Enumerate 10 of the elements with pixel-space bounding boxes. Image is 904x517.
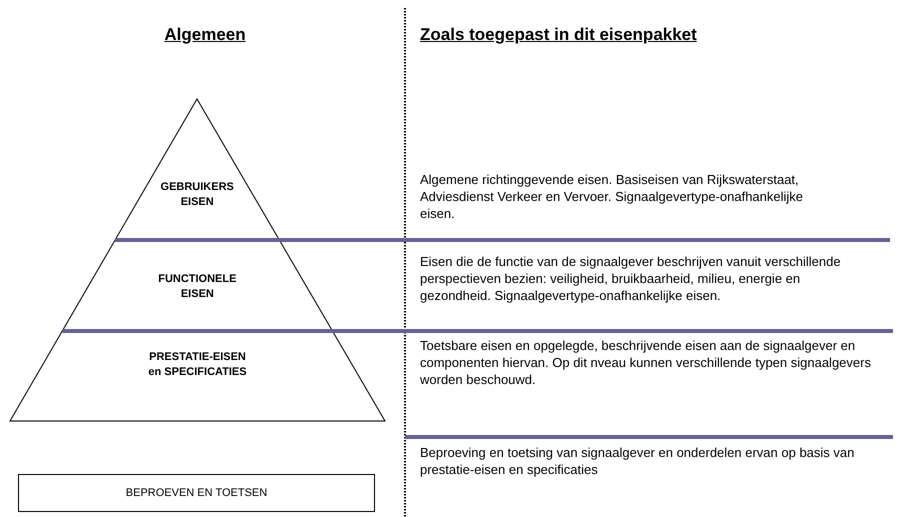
tier-label: GEBRUIKERS EISEN [160,180,235,210]
description-text: Beproeving en toetsing van signaalgever en onderdelen ervan op basis van prestatie-eisen en specificaties [420,444,856,478]
process-box: BEPROEVEN EN TOETSEN [18,474,375,512]
tier-label: PRESTATIE-EISEN en SPECIFICATIES [147,350,248,380]
description-text: Eisen die de functie van de signaalgever beschrijven vanuit verschillende perspectieven bezien: veiligheid, bruikbaarheid, milieu, energie en gezondheid. Signaalgevertype-onafhankelijke eisen. [420,253,842,304]
column-heading: Algemeen [163,24,247,45]
tier-label: FUNCTIONELE EISEN [157,272,238,302]
description-text: Algemene richtinggevende eisen. Basiseisen van Rijkswaterstaat, Adviesdienst Verkeer en Vervoer. Signaalgevertype-onafhankelijke eisen. [420,171,804,222]
description-text: Toetsbare eisen en opgelegde, beschrijvende eisen aan de signaalgever en componenten hiervan. Op dit nveau kunnen verschillende typen signaalgevers worden beschouwd. [420,337,872,388]
column-heading: Zoals toegepast in dit eisenpakket [420,24,697,45]
